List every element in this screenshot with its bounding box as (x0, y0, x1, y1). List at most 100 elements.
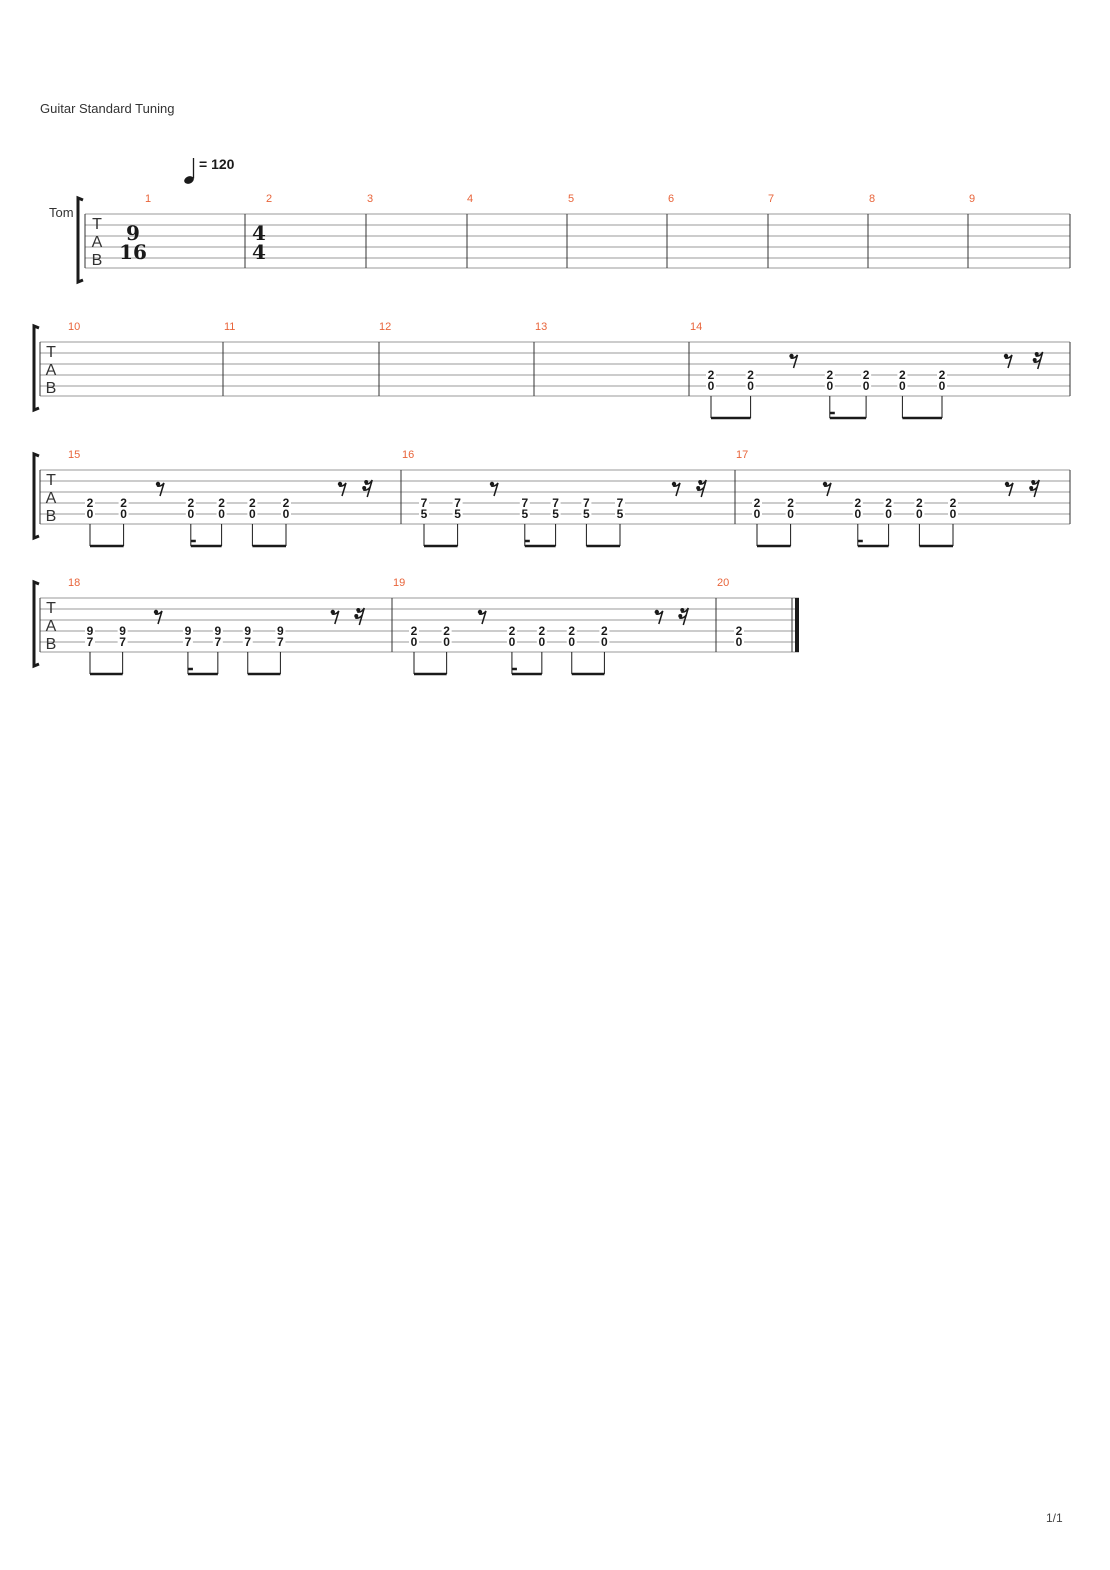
tab-staff-lines (40, 597, 799, 653)
measure-number: 3 (367, 193, 373, 205)
tab-clef-t: T (46, 344, 56, 361)
eighth-rest-icon (153, 609, 163, 625)
time-sig-numerator: 4 (252, 221, 266, 245)
fret-number: 0 (885, 507, 892, 521)
fret-number: 0 (283, 507, 290, 521)
barlines (39, 598, 793, 652)
fret-number: 0 (708, 379, 715, 393)
measure-number: 9 (969, 193, 975, 205)
fret-number: 5 (617, 507, 624, 521)
fret-number: 0 (736, 635, 743, 649)
measure-number: 5 (568, 193, 574, 205)
fret-number: 0 (916, 507, 923, 521)
quarter-note-icon (184, 158, 195, 184)
fret-number: 2 (120, 496, 127, 510)
fret-number: 0 (899, 379, 906, 393)
system-1: T A B 9 16 4 4 1 2 3 4 5 6 7 8 9 (76, 193, 1071, 285)
sixteenth-rest-icon (678, 607, 689, 626)
eighth-rest-icon (330, 609, 340, 625)
track-name: Tom (49, 205, 74, 220)
time-signatures: 9 16 4 4 (119, 221, 266, 264)
fret-number: 5 (552, 507, 559, 521)
tab-staff-lines (40, 469, 1070, 525)
fret-number: 2 (854, 496, 861, 510)
fret-number: 2 (939, 368, 946, 382)
measure-number: 12 (379, 321, 391, 333)
tab-clef-b: B (46, 636, 57, 653)
fret-number: 0 (939, 379, 946, 393)
fret-number: 0 (826, 379, 833, 393)
time-sig-denominator: 4 (252, 240, 266, 264)
fret-number: 9 (119, 624, 126, 638)
fret-number: 7 (583, 496, 590, 510)
page-number: 1/1 (1046, 1511, 1063, 1525)
tab-clef-a: A (46, 362, 57, 379)
tab-clef-a: A (92, 234, 103, 251)
measure-number: 7 (768, 193, 774, 205)
measure-number: 13 (535, 321, 547, 333)
fret-number: 2 (443, 624, 450, 638)
sixteenth-rest-icon (1032, 351, 1044, 370)
measure-numbers: 1 2 3 4 5 6 7 8 9 (145, 193, 975, 205)
tab-clef-a: A (46, 490, 57, 507)
fret-number: 7 (214, 635, 221, 649)
measure-number: 6 (668, 193, 674, 205)
fret-number: 2 (509, 624, 516, 638)
fret-number: 5 (521, 507, 528, 521)
tab-clef-a: A (46, 618, 57, 635)
fret-number: 9 (87, 624, 94, 638)
fret-number: 2 (787, 496, 794, 510)
barlines (84, 214, 1071, 268)
barlines (39, 470, 1071, 524)
fret-number: 2 (950, 496, 957, 510)
fret-number: 2 (747, 368, 754, 382)
tab-clef: T A B (46, 344, 57, 397)
fret-number: 9 (185, 624, 192, 638)
barlines (39, 342, 1071, 396)
measure-number: 4 (467, 193, 473, 205)
fret-number: 7 (552, 496, 559, 510)
measure-number: 14 (690, 321, 702, 333)
fret-number: 7 (277, 635, 284, 649)
fret-number: 0 (120, 507, 127, 521)
measure-number: 11 (224, 321, 235, 333)
fret-number: 0 (443, 635, 450, 649)
fret-number: 7 (521, 496, 528, 510)
fret-number: 7 (454, 496, 461, 510)
measure-number: 20 (717, 577, 729, 589)
tab-clef-b: B (92, 252, 103, 269)
system-bracket (32, 579, 40, 669)
fret-number: 2 (754, 496, 761, 510)
fret-number: 2 (708, 368, 715, 382)
measure-numbers: 10 11 12 13 14 (68, 321, 702, 333)
fret-number: 0 (568, 635, 575, 649)
fret-number: 2 (916, 496, 923, 510)
fret-number: 0 (601, 635, 608, 649)
fret-number: 0 (854, 507, 861, 521)
fret-number: 2 (411, 624, 418, 638)
fret-number: 2 (87, 496, 94, 510)
measure-number: 1 (145, 193, 151, 205)
fret-number: 2 (863, 368, 870, 382)
system-bracket (76, 195, 84, 285)
fret-number: 9 (214, 624, 221, 638)
sixteenth-rest-icon (696, 479, 707, 498)
tab-staff-lines (40, 341, 1070, 397)
fret-number: 0 (87, 507, 94, 521)
fret-number: 7 (119, 635, 126, 649)
fret-number: 0 (950, 507, 957, 521)
tab-clef: T A B (92, 216, 103, 269)
measure-number: 10 (68, 321, 80, 333)
fret-number: 2 (568, 624, 575, 638)
time-sig-denominator: 16 (119, 240, 147, 264)
fret-number: 7 (617, 496, 624, 510)
measure-numbers: 18 19 20 (68, 577, 729, 589)
